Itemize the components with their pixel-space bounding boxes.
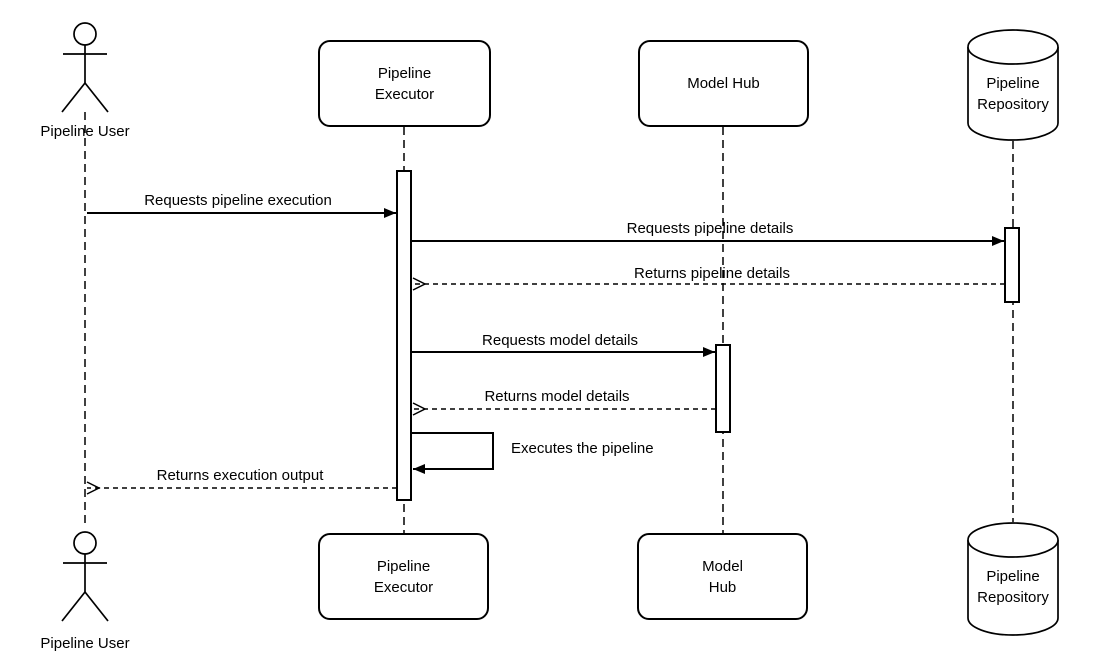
participant-model-hub-top: Model Hub [638, 40, 809, 127]
participant-label: Pipeline [377, 64, 432, 82]
activation-bar-model-hub [715, 344, 731, 433]
participant-pipeline-repository-top-label: Pipeline Repository [963, 73, 1063, 115]
message-label-requests-pipeline-details: Requests pipeline details [626, 220, 794, 237]
pipeline-repository-cylinder-top [967, 29, 1059, 141]
activation-bar-pipeline-repository [1004, 227, 1020, 303]
pipeline-user-actor-icon-top [61, 22, 109, 113]
participant-label: Executor [374, 85, 435, 103]
participant-label: Executor [373, 578, 434, 596]
message-label-executes-the-pipeline: Executes the pipeline [511, 440, 654, 457]
message-label-returns-pipeline-details: Returns pipeline details [634, 265, 790, 282]
message-label-returns-execution-output: Returns execution output [156, 467, 324, 484]
activation-bar-pipeline-executor [396, 170, 412, 501]
participant-label: Repository [977, 589, 1049, 606]
participant-label: Repository [977, 96, 1049, 113]
arrow-executes-the-pipeline-self [411, 432, 494, 474]
message-label-returns-model-details: Returns model details [484, 388, 630, 405]
participant-label: Pipeline [376, 557, 431, 575]
message-label-requests-model-details: Requests model details [482, 332, 638, 349]
message-label-requests-pipeline-execution: Requests pipeline execution [144, 192, 332, 209]
pipeline-repository-cylinder-bottom [967, 522, 1059, 636]
participant-label: Pipeline [986, 568, 1040, 585]
participant-pipeline-user-top-label: Pipeline User [40, 123, 130, 140]
participant-label: Hub [708, 578, 737, 596]
participant-label: Pipeline [986, 75, 1040, 92]
participant-pipeline-repository-bottom-label: Pipeline Repository [963, 566, 1063, 608]
participant-label: Model Hub [687, 75, 760, 92]
participant-pipeline-user-bottom-label: Pipeline User [40, 635, 130, 652]
participant-label: Model [702, 557, 743, 575]
participant-pipeline-executor-bottom: Pipeline Executor [318, 533, 489, 620]
pipeline-user-actor-icon-bottom [61, 531, 109, 622]
participant-pipeline-executor-top: Pipeline Executor [318, 40, 491, 127]
participant-model-hub-bottom: Model Hub [637, 533, 808, 620]
